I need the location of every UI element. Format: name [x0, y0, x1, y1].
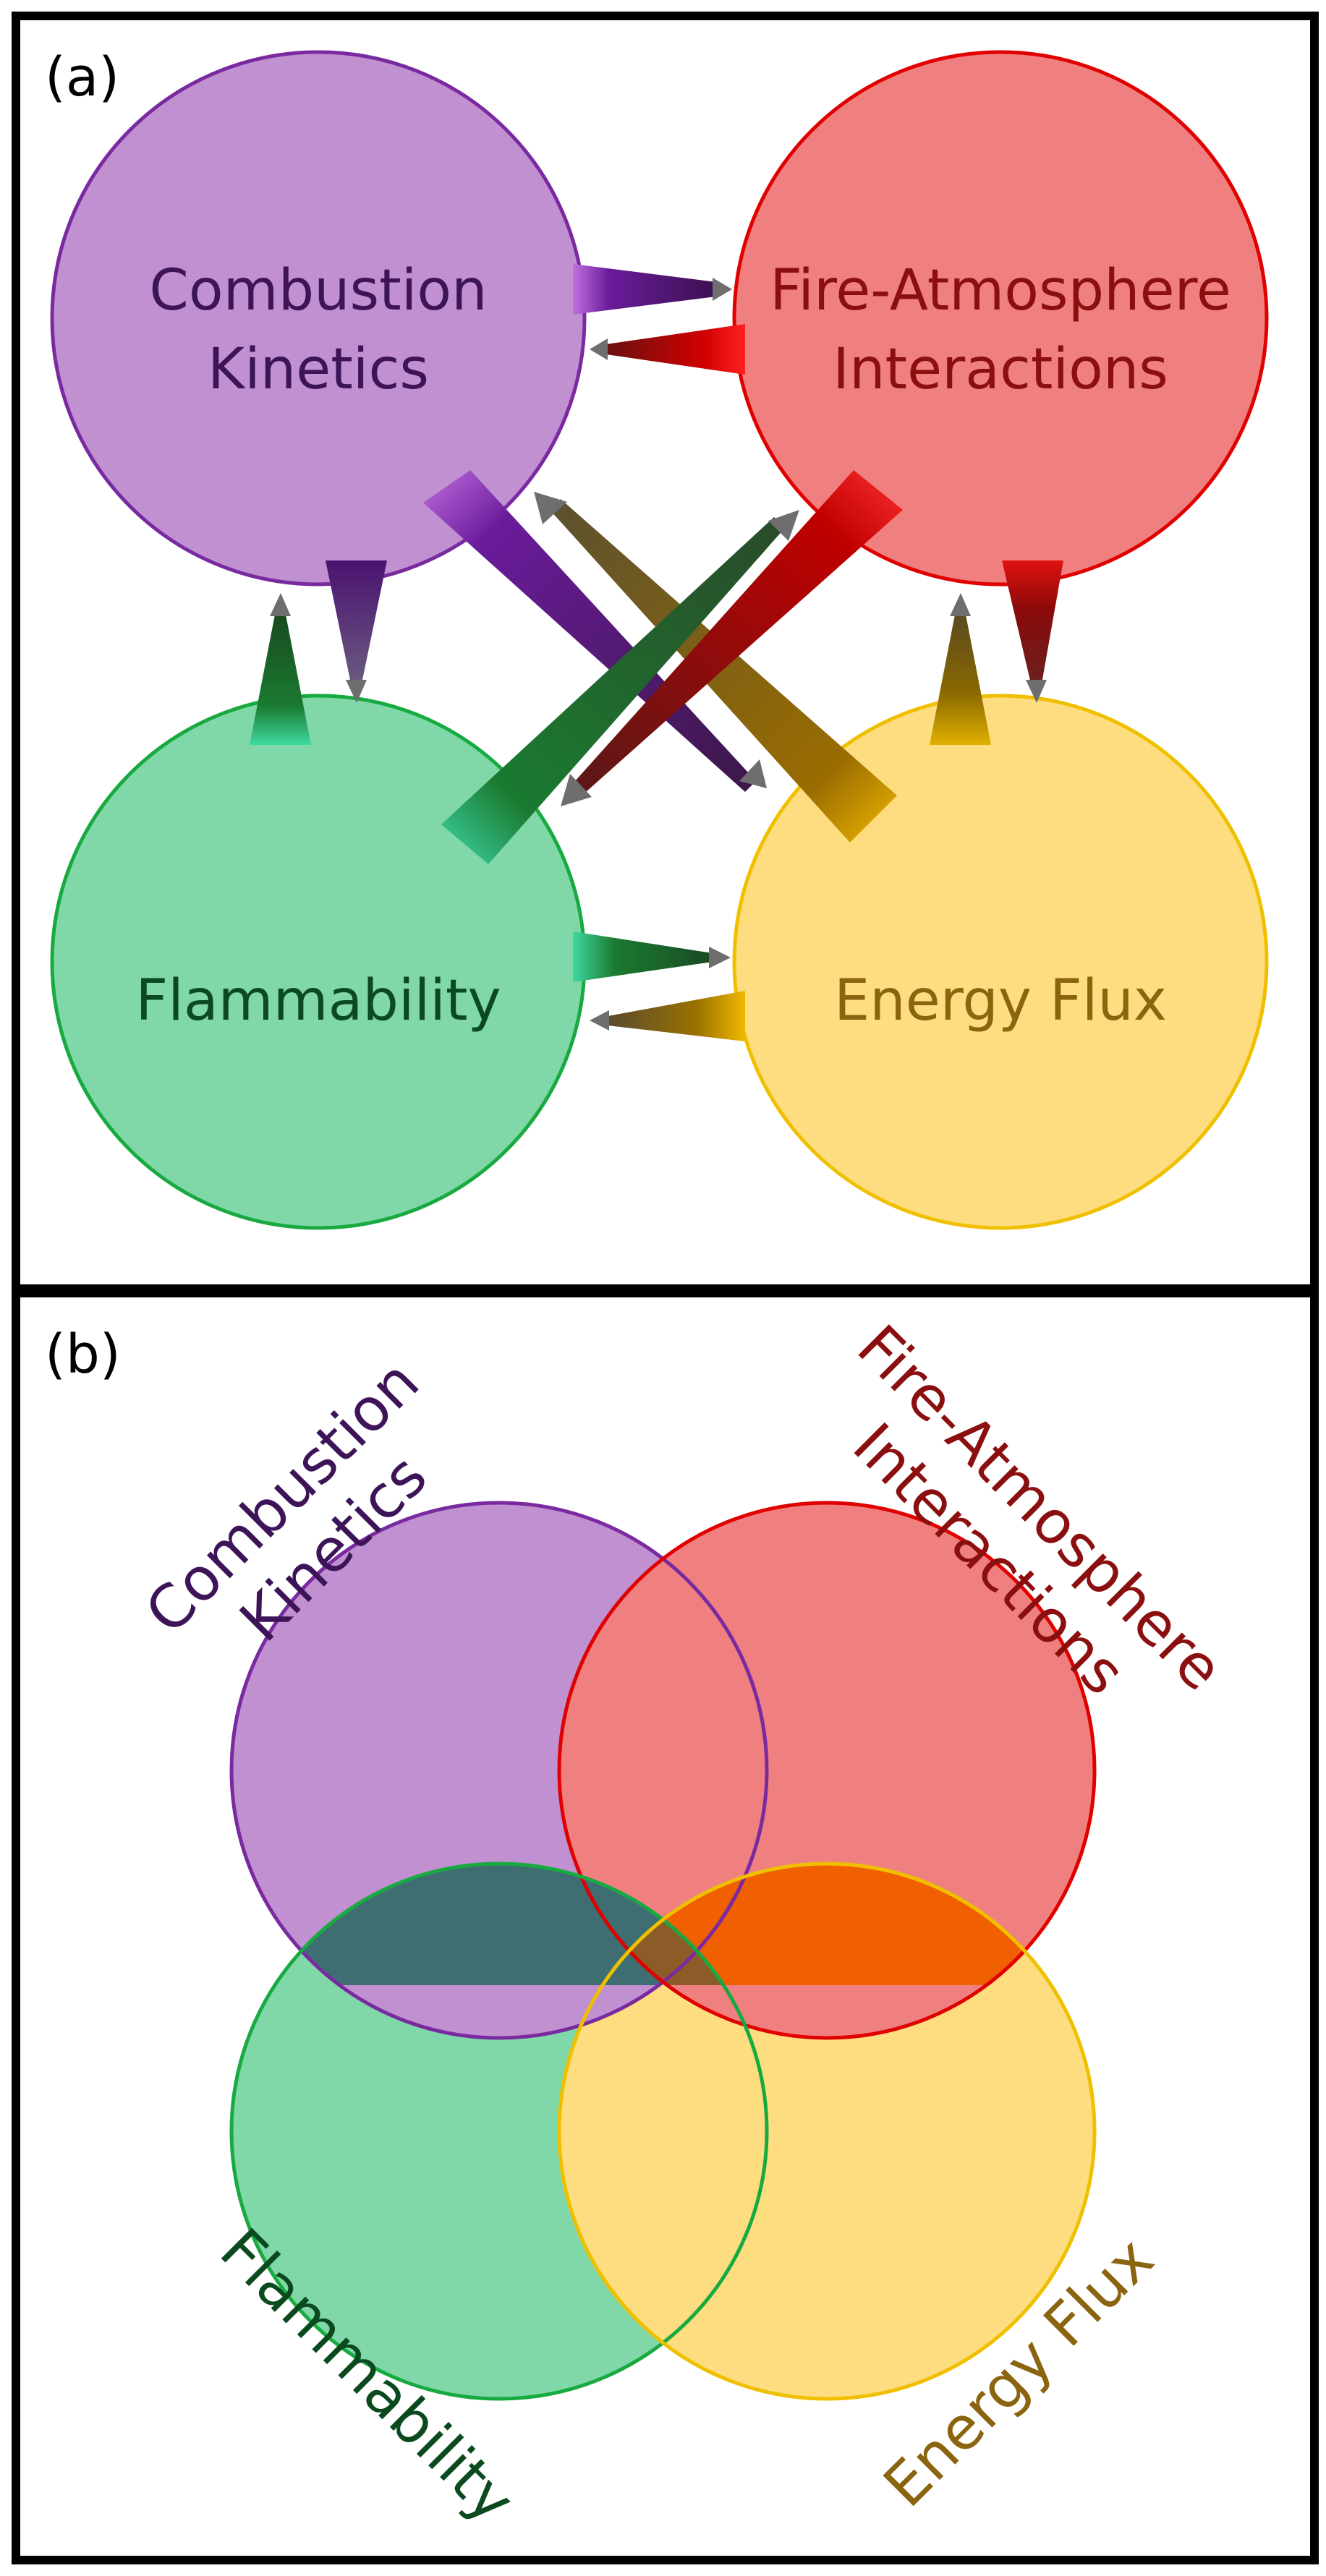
panel-a: (a): [12, 12, 1319, 1293]
node-combustion-kinetics: [50, 50, 587, 587]
node-flammability-label: Flammability: [135, 968, 501, 1033]
node-fire-line2: Interactions: [833, 337, 1168, 402]
panel-a-label: (a): [45, 46, 119, 108]
node-combustion-line2: Kinetics: [208, 337, 429, 402]
node-combustion-line1: Combustion: [149, 258, 487, 323]
panel-b-border: [12, 1289, 1319, 2564]
arrow-energy-to-fire: [930, 593, 991, 745]
arrow-fire-to-combustion: [590, 324, 745, 375]
arrow-fire-to-flammability: [561, 470, 903, 806]
arrow-combustion-to-flammability: [326, 560, 387, 703]
venn-combustion-outline: [229, 1501, 769, 2040]
arrow-flammability-to-combustion: [250, 593, 311, 745]
arrow-fire-to-energy: [1002, 560, 1063, 703]
arrow-energy-to-flammability: [590, 991, 745, 1041]
venn-energy-outline: [557, 1861, 1097, 2401]
arrow-flammability-to-fire: [441, 510, 799, 864]
arrow-energy-to-combustion: [534, 492, 897, 843]
node-energy-label: Energy Flux: [834, 968, 1167, 1033]
arrow-combustion-to-fire: [573, 264, 732, 315]
panel-b-label: (b): [45, 1323, 121, 1386]
venn-fire-outline: [557, 1501, 1097, 2040]
arrow-flammability-to-energy: [573, 931, 731, 982]
node-energy-flux: [732, 694, 1269, 1230]
venn-flammability-outline: [229, 1861, 769, 2401]
node-fire-atmosphere: [732, 50, 1269, 587]
panel-b: (b) Combustion Kinetics: [12, 1289, 1319, 2564]
node-fire-line1: Fire-Atmosphere: [770, 258, 1231, 323]
